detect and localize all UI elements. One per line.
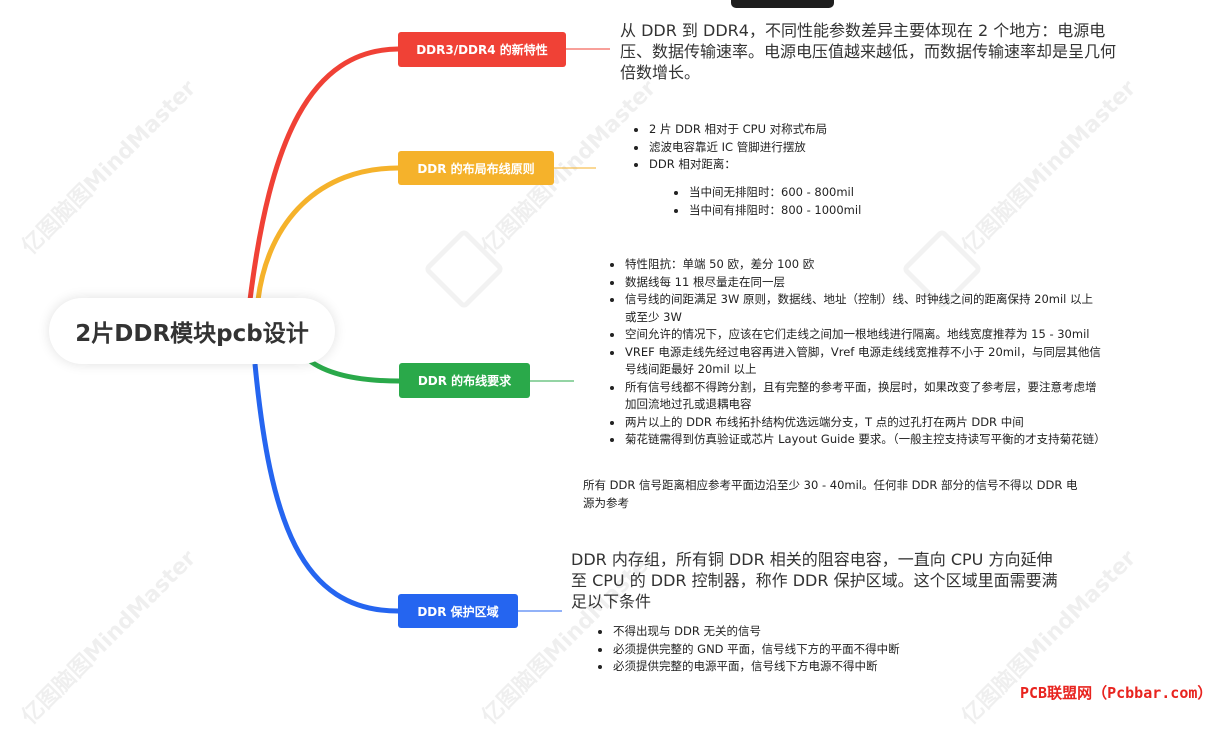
list-item: 滤波电容靠近 IC 管脚进行摆放 (648, 139, 908, 157)
list-item: 两片以上的 DDR 布线拓扑结构优选远端分支，T 点的过孔打在两片 DDR 中间 (624, 414, 1102, 432)
top-bar (731, 0, 834, 8)
connector-branch-4 (252, 363, 399, 614)
list-item: 特性阻抗：单端 50 欧，差分 100 欧 (624, 256, 1102, 274)
branch-2-sub-bullet-list: 当中间无排阻时：600 - 800mil 当中间有排阻时：800 - 1000m… (674, 184, 948, 219)
topic-routing-requirements[interactable]: DDR 的布线要求 (399, 363, 530, 398)
branch-2-bullet-list: 2 片 DDR 相对于 CPU 对称式布局 滤波电容靠近 IC 管脚进行摆放 D… (634, 121, 908, 174)
branch-1-paragraph: 从 DDR 到 DDR4，不同性能参数差异主要体现在 2 个地方：电源电压、数据… (620, 21, 1117, 82)
list-item: 当中间无排阻时：600 - 800mil (688, 184, 948, 202)
list-item: VREF 电源走线先经过电容再进入管脚，Vref 电源走线线宽推荐不小于 20m… (624, 344, 1102, 379)
site-footer-label: PCB联盟网（Pcbbar.com） (1020, 684, 1213, 702)
list-item: 2 片 DDR 相对于 CPU 对称式布局 (648, 121, 908, 139)
central-topic[interactable]: 2片DDR模块pcb设计 (49, 298, 335, 364)
topic-ddr-new-features[interactable]: DDR3/DDR4 的新特性 (398, 32, 566, 67)
list-item: 当中间有排阻时：800 - 1000mil (688, 202, 948, 220)
branch-connectors (247, 46, 610, 614)
connector-branch-1 (247, 46, 399, 301)
topic-protection-zone[interactable]: DDR 保护区域 (398, 594, 518, 628)
list-item: 空间允许的情况下，应该在它们走线之间加一根地线进行隔离。地线宽度推荐为 15 -… (624, 326, 1102, 344)
branch-4-bullet-list: 不得出现与 DDR 无关的信号 必须提供完整的 GND 平面，信号线下方的平面不… (598, 623, 952, 676)
list-item: 菊花链需得到仿真验证或芯片 Layout Guide 要求。（一般主控支持读写平… (624, 431, 1106, 449)
branch-3-note: 所有 DDR 信号距离相应参考平面边沿至少 30 - 40mil。任何非 DDR… (583, 478, 1078, 510)
list-item: DDR 相对距离： (648, 156, 908, 174)
list-item: 信号线的间距满足 3W 原则，数据线、地址（控制）线、时钟线之间的距离保持 20… (624, 291, 1102, 326)
list-item: 必须提供完整的 GND 平面，信号线下方的平面不得中断 (612, 641, 952, 659)
branch-4-paragraph: DDR 内存组，所有铜 DDR 相关的阻容电容，一直向 CPU 方向延伸至 CP… (571, 550, 1058, 611)
connector-branch-2 (255, 165, 399, 301)
branch-3-bullet-list: 特性阻抗：单端 50 欧，差分 100 欧 数据线每 11 根尽量走在同一层 信… (610, 256, 1106, 449)
list-item: 必须提供完整的电源平面，信号线下方电源不得中断 (612, 658, 952, 676)
list-item: 数据线每 11 根尽量走在同一层 (624, 274, 1102, 292)
list-item: 不得出现与 DDR 无关的信号 (612, 623, 952, 641)
list-item: 所有信号线都不得跨分割，且有完整的参考平面，换层时，如果改变了参考层，要注意考虑… (624, 379, 1102, 414)
topic-layout-principles[interactable]: DDR 的布局布线原则 (398, 151, 554, 185)
